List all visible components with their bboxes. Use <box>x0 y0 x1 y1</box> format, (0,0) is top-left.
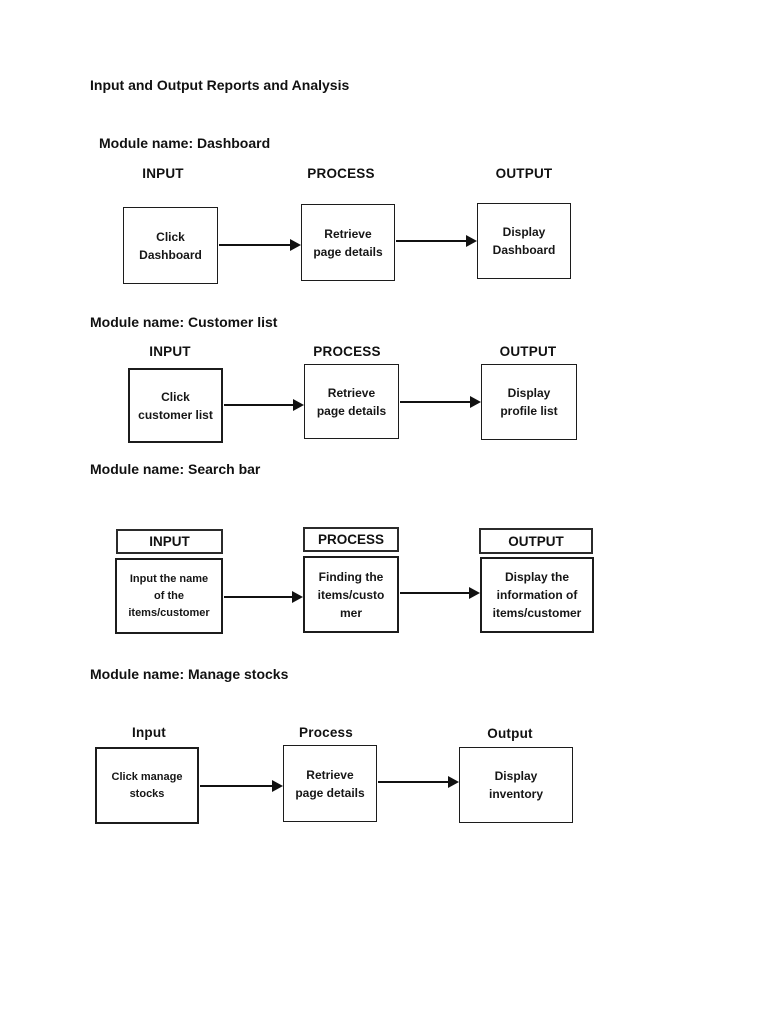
output-step-box: Display inventory <box>459 747 573 823</box>
input-step-box: Click Dashboard <box>123 207 218 284</box>
box-text-line: Retrieve <box>306 767 354 782</box>
arrow-head-icon <box>466 235 477 247</box>
box-text-line: profile list <box>500 404 558 418</box>
module-name-label: Module name: Dashboard <box>99 135 271 151</box>
column-header-output: OUTPUT <box>495 166 553 181</box>
box-text-line: information of <box>496 588 578 602</box>
module-name-label: Module name: Search bar <box>90 461 261 477</box>
arrow-head-icon <box>470 396 481 408</box>
box-text-line: Dashboard <box>139 247 202 262</box>
column-header-output: OUTPUT <box>479 528 593 554</box>
arrow-shaft <box>200 784 275 788</box>
arrow-shaft <box>396 239 469 243</box>
arrow-shaft <box>400 591 472 595</box>
arrow-shaft <box>224 595 295 599</box>
box-text-line: items/customer <box>492 606 582 620</box>
column-header-output: Output <box>487 726 533 741</box>
column-header-input: INPUT <box>116 529 223 554</box>
box-text-line: Dashboard <box>492 243 556 257</box>
arrow-process-to-output <box>396 235 477 247</box>
column-header-label: PROCESS <box>317 532 385 547</box>
output-step-box: Display Dashboard <box>477 203 571 279</box>
arrow-process-to-output <box>400 396 481 408</box>
box-text-line: page details <box>313 244 383 259</box>
input-step-box: Click customer list <box>128 368 223 443</box>
box-text-line: items/customer <box>128 606 210 619</box>
column-header-input: Input <box>132 725 166 740</box>
column-header-input: INPUT <box>142 166 184 181</box>
box-text-line: Click manage <box>111 770 183 783</box>
page-title: Input and Output Reports and Analysis <box>90 77 350 93</box>
arrow-input-to-process <box>200 780 283 792</box>
box-text-line: Click <box>161 389 190 404</box>
arrow-shaft <box>378 780 451 784</box>
arrow-head-icon <box>448 776 459 788</box>
box-text-line: Display <box>507 386 551 400</box>
box-text-line: stocks <box>129 787 165 800</box>
arrow-input-to-process <box>224 399 304 411</box>
arrow-head-icon <box>292 591 303 603</box>
output-step-box: Display profile list <box>481 364 577 440</box>
arrow-process-to-output <box>378 776 459 788</box>
column-header-input: INPUT <box>149 344 191 359</box>
box-text-line: Click <box>156 229 185 244</box>
column-header-output: OUTPUT <box>499 344 557 359</box>
box-text-line: Retrieve <box>324 226 372 241</box>
box-text-line: Input the name <box>129 572 209 585</box>
arrow-head-icon <box>469 587 480 599</box>
arrow-head-icon <box>290 239 301 251</box>
process-step-box: Retrieve page details <box>283 745 377 822</box>
arrow-process-to-output <box>400 587 480 599</box>
column-header-process: PROCESS <box>303 527 399 552</box>
arrow-shaft <box>219 243 293 247</box>
box-text-line: mer <box>339 605 362 620</box>
column-header-process: PROCESS <box>313 344 381 359</box>
process-step-box: Retrieve page details <box>301 204 395 281</box>
box-text-line: page details <box>316 403 387 418</box>
box-text-line: Display <box>502 225 546 239</box>
arrow-shaft <box>224 403 296 407</box>
column-header-label: INPUT <box>149 534 190 549</box>
arrow-input-to-process <box>224 591 303 603</box>
box-text-line: Display <box>494 769 538 783</box>
box-text-line: of the <box>154 589 184 602</box>
column-header-label: OUTPUT <box>508 533 564 549</box>
box-text-line: items/custo <box>317 587 385 602</box>
arrow-head-icon <box>272 780 283 792</box>
process-step-box: Retrieve page details <box>304 364 399 439</box>
arrow-shaft <box>400 400 473 404</box>
output-step-box: Display the information of items/custome… <box>480 557 594 633</box>
arrow-head-icon <box>293 399 304 411</box>
arrow-input-to-process <box>219 239 301 251</box>
box-text-line: page details <box>295 785 365 800</box>
column-header-process: PROCESS <box>307 166 375 181</box>
box-text-line: Retrieve <box>327 385 376 400</box>
box-text-line: customer list <box>138 407 213 422</box>
box-text-line: Display the <box>504 570 569 584</box>
module-name-label: Module name: Manage stocks <box>90 666 289 682</box>
module-name-label: Module name: Customer list <box>90 314 278 330</box>
box-text-line: inventory <box>488 787 543 801</box>
process-step-box: Finding the items/custo mer <box>303 556 399 633</box>
column-header-process: Process <box>299 725 353 740</box>
box-text-line: Finding the <box>318 569 384 584</box>
input-step-box: Input the name of the items/customer <box>115 558 223 634</box>
input-step-box: Click manage stocks <box>95 747 199 824</box>
